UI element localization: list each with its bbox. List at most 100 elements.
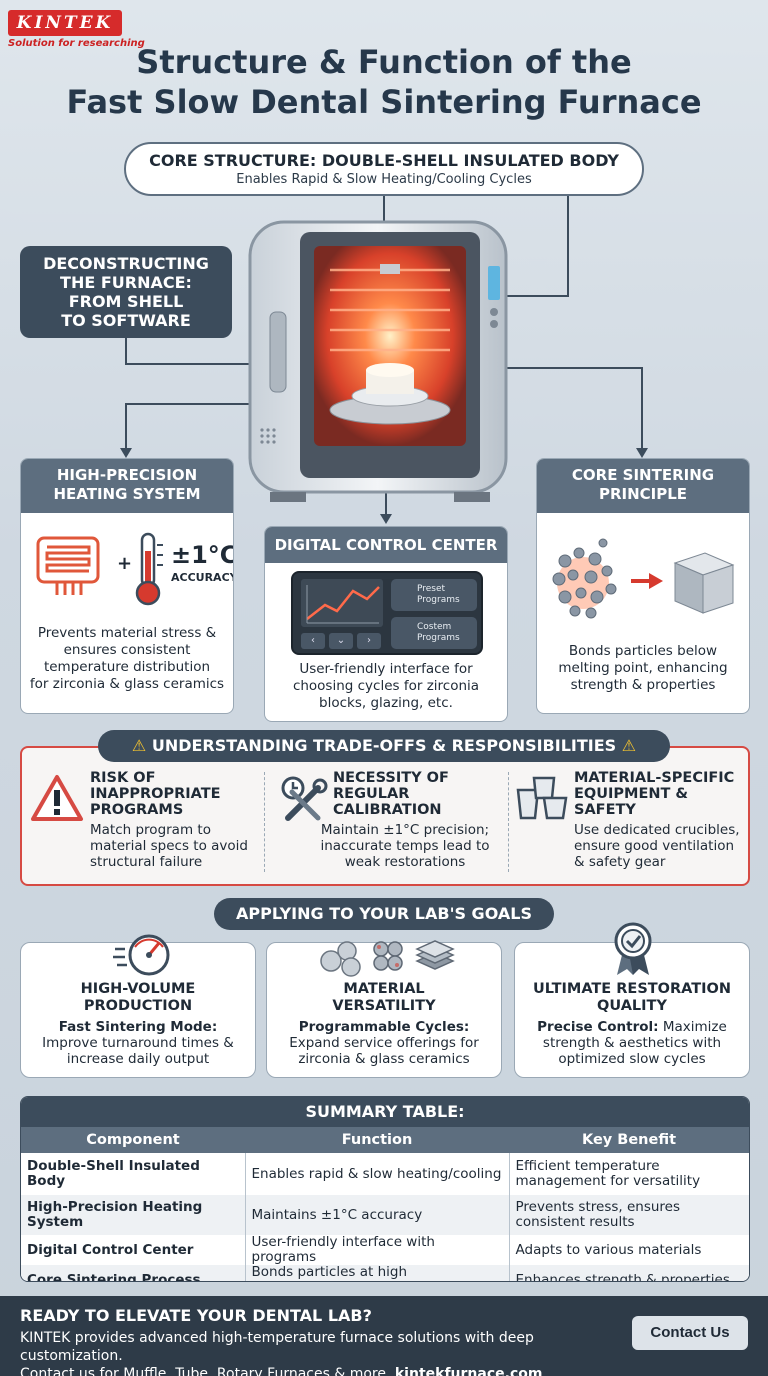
plus-icon: + xyxy=(117,553,133,574)
goal-body: Programmable Cycles: Expand service offe… xyxy=(267,1019,501,1067)
control-card-heading: DIGITAL CONTROL CENTER xyxy=(265,527,507,563)
body-line: Improve turnaround times & xyxy=(42,1035,234,1051)
body-line: Use dedicated crucibles, xyxy=(574,822,740,838)
goal-title: HIGH-VOLUME PRODUCTION xyxy=(21,981,255,1015)
arrow-head xyxy=(120,448,132,458)
heating-description: Prevents material stress & ensures consi… xyxy=(21,625,233,693)
control-display xyxy=(488,266,500,300)
table-cell: Adapts to various materials xyxy=(515,1241,702,1258)
arrow-head xyxy=(636,448,648,458)
title-line: HIGH-VOLUME xyxy=(80,981,196,997)
title-line: INAPPROPRIATE xyxy=(90,786,221,802)
heading-line: PRINCIPLE xyxy=(598,485,688,503)
vent-grille xyxy=(260,428,276,444)
footer-heading: READY TO ELEVATE YOUR DENTAL LAB? xyxy=(20,1306,372,1325)
title-line: EQUIPMENT & xyxy=(574,786,689,802)
alert-triangle-icon xyxy=(31,775,83,821)
body-line: & safety gear xyxy=(574,854,666,870)
table-cell: High-Precision Heating System xyxy=(21,1195,246,1235)
tradeoff-item-calibration: NECESSITY OF REGULAR CALIBRATION Maintai… xyxy=(305,770,505,880)
tradeoffs-heading: ⚠ UNDERSTANDING TRADE-OFFS & RESPONSIBIL… xyxy=(98,730,670,762)
warning-icon: ⚠ xyxy=(621,736,637,755)
title-line: PRODUCTION xyxy=(83,998,193,1014)
core-structure-heading: CORE STRUCTURE: DOUBLE-SHELL INSULATED B… xyxy=(149,151,619,170)
table-cell: Core Sintering Process xyxy=(21,1265,246,1281)
table-row: Double-Shell Insulated Body Enables rapi… xyxy=(21,1153,749,1195)
goal-title: ULTIMATE RESTORATION QUALITY xyxy=(515,981,749,1015)
table-row: Digital Control Center User-friendly int… xyxy=(21,1235,749,1265)
heading-line: HEATING SYSTEM xyxy=(53,485,201,503)
warning-icon: ⚠ xyxy=(131,736,147,755)
logo-tagline: Solution for researching xyxy=(8,38,145,49)
title-line: QUALITY xyxy=(597,998,667,1014)
column-header: Function xyxy=(245,1127,509,1153)
thermometer-icon xyxy=(135,532,163,606)
body-line: structural failure xyxy=(90,854,203,870)
summary-table: SUMMARY TABLE: Component Function Key Be… xyxy=(20,1096,750,1282)
desc-line: ensures consistent xyxy=(63,642,191,658)
body-line: Maximize xyxy=(662,1019,727,1035)
chevron-right-icon[interactable]: › xyxy=(357,633,381,649)
heating-card-heading: HIGH-PRECISION HEATING SYSTEM xyxy=(21,459,233,513)
tradeoff-body: Match program to material specs to avoid… xyxy=(90,822,260,870)
heating-icons: + ±1°C ACCURACY xyxy=(21,513,233,625)
table-cell: Enables rapid & slow heating/cooling xyxy=(245,1153,510,1195)
control-screen-wrap: Preset Programs Costem Programs ‹ ⌄ › xyxy=(265,563,507,661)
table-cell: Double-Shell Insulated Body xyxy=(21,1153,246,1195)
body-line: Expand service offerings for xyxy=(289,1035,479,1051)
title-line-1: Structure & Function of the xyxy=(136,43,632,81)
body-line: zirconia & glass ceramics xyxy=(298,1051,470,1067)
page-title: Structure & Function of the Fast Slow De… xyxy=(40,42,728,122)
contact-us-button[interactable]: Contact Us xyxy=(632,1316,748,1350)
table-cell: Efficient temperature management for ver… xyxy=(515,1158,701,1189)
goal-bold: Programmable Cycles: xyxy=(298,1019,470,1035)
core-structure-callout: CORE STRUCTURE: DOUBLE-SHELL INSULATED B… xyxy=(124,142,644,196)
summary-grid: Component Function Key Benefit Double-Sh… xyxy=(21,1127,749,1281)
website-link[interactable]: kintekfurnace.com xyxy=(394,1366,543,1376)
goal-bold: Precise Control: xyxy=(537,1019,659,1035)
chevron-left-icon[interactable]: ‹ xyxy=(301,633,325,649)
custom-programs-button[interactable]: Costem Programs xyxy=(391,617,477,649)
summary-title: SUMMARY TABLE: xyxy=(21,1097,749,1127)
preset-programs-button[interactable]: Preset Programs xyxy=(391,579,477,611)
btn-line: Programs xyxy=(417,633,460,643)
title-line: PROGRAMS xyxy=(90,802,184,818)
tradeoff-title: RISK OF INAPPROPRIATE PROGRAMS xyxy=(90,770,260,818)
body-line: Match program to xyxy=(90,822,211,838)
tradeoff-body: Maintain ±1°C precision; inaccurate temp… xyxy=(305,822,505,870)
goal-body: Precise Control: Maximize strength & aes… xyxy=(515,1019,749,1067)
title-line: VERSATILITY xyxy=(332,998,436,1014)
table-cell: User-friendly interface with programs xyxy=(245,1235,510,1265)
table-cell: Prevents stress, ensures consistent resu… xyxy=(509,1195,749,1235)
title-line-2: Fast Slow Dental Sintering Furnace xyxy=(66,83,702,121)
deconstruct-line: TO SOFTWARE xyxy=(61,311,191,330)
goal-restoration-quality: ULTIMATE RESTORATION QUALITY Precise Con… xyxy=(514,922,750,1078)
body-line: ensure good ventilation xyxy=(574,838,735,854)
tradeoff-item-equipment: MATERIAL-SPECIFIC EQUIPMENT & SAFETY Use… xyxy=(574,770,746,880)
title-line: NECESSITY OF xyxy=(333,770,449,786)
furnace-illustration xyxy=(248,220,508,502)
table-row: High-Precision Heating System Maintains … xyxy=(21,1195,749,1235)
chevron-down-icon[interactable]: ⌄ xyxy=(329,633,353,649)
materials-icon xyxy=(320,940,455,977)
sintering-principle-card: CORE SINTERING PRINCIPLE Bonds particles… xyxy=(536,458,750,714)
footer-body: KINTEK provides advanced high-temperatur… xyxy=(20,1329,620,1376)
deconstruct-line: DECONSTRUCTING xyxy=(43,254,209,273)
digital-control-card: DIGITAL CONTROL CENTER Preset Programs C… xyxy=(264,526,508,722)
footer-line: KINTEK provides advanced high-temperatur… xyxy=(20,1330,534,1364)
body-line: Maintain ±1°C precision; xyxy=(320,822,490,838)
goal-body: Fast Sintering Mode: Improve turnaround … xyxy=(21,1019,255,1067)
table-row: Core Sintering Process Bonds particles a… xyxy=(21,1265,749,1281)
deconstruct-line: FROM SHELL xyxy=(68,292,184,311)
tradeoff-title: NECESSITY OF REGULAR CALIBRATION xyxy=(305,770,505,818)
body-line: optimized slow cycles xyxy=(558,1051,706,1067)
heating-system-card: HIGH-PRECISION HEATING SYSTEM + ±1°C ACC… xyxy=(20,458,234,714)
kintek-logo: KINTEK xyxy=(8,10,122,36)
column-header: Key Benefit xyxy=(509,1127,749,1153)
desc-line: strength & properties xyxy=(570,677,716,693)
core-structure-sub: Enables Rapid & Slow Heating/Cooling Cyc… xyxy=(236,172,532,187)
goal-bold: Fast Sintering Mode: xyxy=(58,1019,218,1035)
table-cell: Enhances strength & properties xyxy=(509,1265,749,1281)
particle-bonding-icon xyxy=(552,538,735,619)
desc-line: Prevents material stress & xyxy=(37,625,217,641)
